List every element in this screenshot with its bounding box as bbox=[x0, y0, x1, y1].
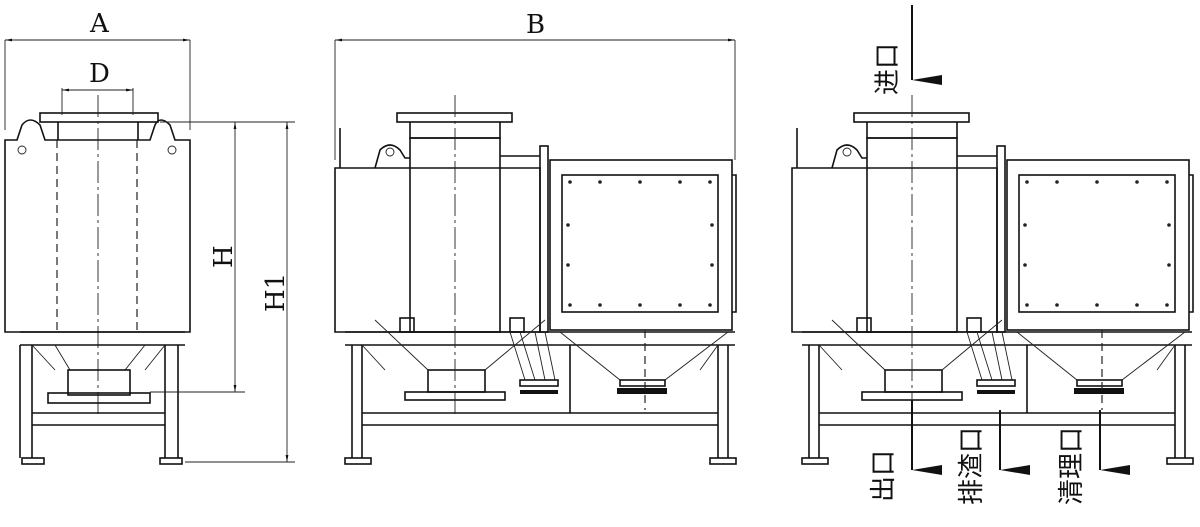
dimension-lines bbox=[4, 38, 736, 463]
flow-view bbox=[791, 94, 1194, 465]
cleaning-port-label: 清理口 bbox=[1057, 427, 1087, 505]
dim-label-h: H bbox=[209, 245, 239, 268]
inlet-label: 进口 bbox=[873, 43, 903, 95]
flow-arrows bbox=[911, 5, 1130, 475]
outlet-label: 出口 bbox=[869, 450, 899, 502]
dim-label-h1: H1 bbox=[261, 273, 291, 312]
dim-label-b: B bbox=[526, 10, 545, 40]
side-view bbox=[334, 94, 737, 465]
front-view bbox=[4, 95, 191, 465]
dim-label-a: A bbox=[89, 9, 110, 39]
slag-outlet-label: 排渣口 bbox=[957, 427, 987, 505]
dim-label-d: D bbox=[89, 59, 110, 89]
